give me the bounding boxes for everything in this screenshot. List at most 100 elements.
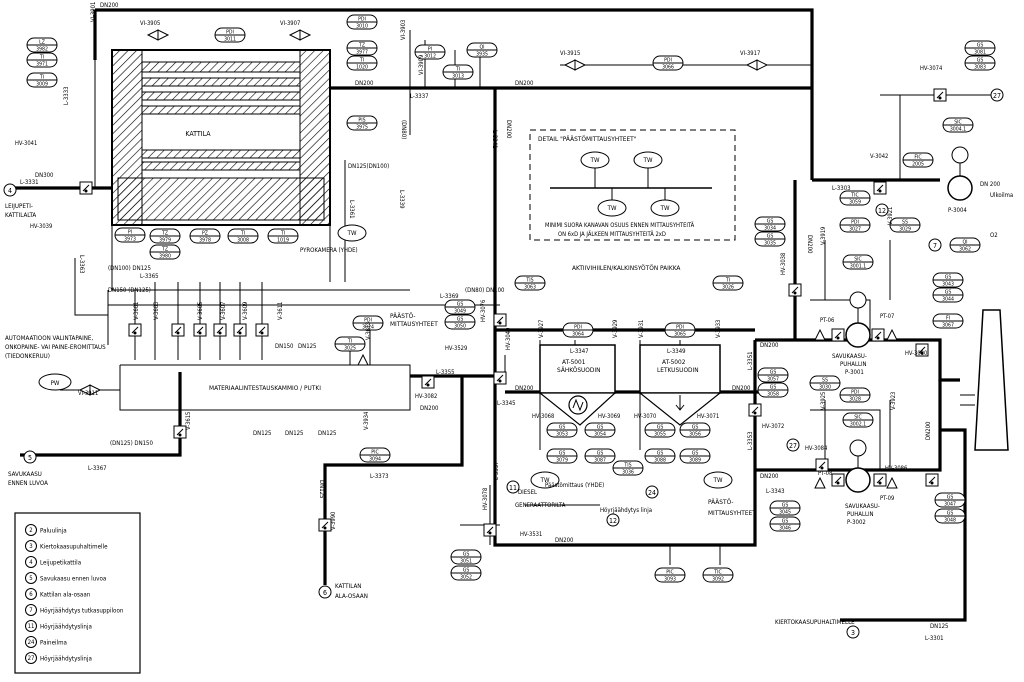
instrument-tag-letters: TI — [280, 231, 285, 237]
instrument-tag-number: 3089 — [689, 458, 701, 464]
valve-tag: HV-3078 — [483, 488, 489, 510]
valve-tag: V-3042 — [870, 154, 888, 160]
legend-text: Höyrjäähdytyslinja — [40, 656, 92, 663]
line-label: L-3367 — [88, 465, 107, 472]
line-label: L-3355 — [436, 369, 455, 376]
instrument-tag-number: 3093 — [664, 577, 676, 583]
legend-item: 11 Höyrjäähdytyslinja — [25, 620, 92, 632]
instrument-tag-letters: PDI — [676, 325, 684, 331]
instrument-tag-number: 3982 — [36, 47, 48, 53]
valve-tag: V-3929 — [613, 320, 619, 338]
instrument-tag-letters: TZ — [161, 247, 168, 253]
valve-tag: HV-3041 — [15, 141, 37, 147]
instrument-tag-number: 3059 — [849, 200, 861, 206]
instrument-tag-letters: GS — [945, 275, 952, 281]
chimney — [974, 309, 1009, 451]
fan-p3004 — [947, 146, 973, 201]
control-valve-box — [873, 181, 887, 195]
tw-text: TW — [643, 157, 653, 164]
control-valve-box — [933, 88, 947, 102]
instrument-tag-number: 3063 — [524, 285, 536, 291]
line-label: (DN80) DN100 — [465, 287, 505, 294]
instrument-tag-number: 3048 — [944, 518, 956, 524]
line-label: L-3353 — [747, 431, 754, 450]
instrument-tag-number: 3027 — [849, 227, 861, 233]
instrument-tag-number: 3024 — [362, 325, 374, 331]
valve-tag: VI-3907 — [280, 21, 300, 27]
instrument-tag-letters: GS — [770, 370, 777, 376]
instrument-tag-number: 3028 — [849, 397, 861, 403]
control-valve-box — [318, 518, 332, 532]
legend-text: Paineilma — [40, 640, 67, 647]
instrument-tag-letters: GS — [657, 451, 664, 457]
paasto-label: PÄÄSTÖ- — [390, 311, 415, 320]
detail-box — [529, 129, 736, 241]
valve-tag: V-3921 — [888, 207, 894, 225]
instrument-tag-letters: GS — [597, 425, 604, 431]
line-label: L-3333 — [63, 86, 70, 105]
valve-tag: V-3611 — [278, 302, 284, 320]
instrument-tag-letters: PIS — [358, 118, 365, 124]
connector-27b: 27 — [789, 442, 797, 450]
tw-text: TW — [590, 157, 600, 164]
connector-12: 12 — [878, 207, 886, 215]
instrument-tag-number: 3034 — [764, 226, 776, 232]
instrument-tag-number: 3046 — [779, 526, 791, 532]
legend-text: Kiertokaasupuhaltimelle — [40, 544, 108, 551]
instrument-tag-letters: GS — [947, 511, 954, 517]
instrument-tag-number: 3980 — [159, 254, 171, 260]
instrument-tag-letters: TI — [39, 55, 44, 61]
valve-tag: HV-3070 — [634, 414, 656, 420]
control-valve-box — [873, 473, 887, 487]
sahkosuodin-label: SÄHKÖSUODIN — [557, 365, 601, 374]
instrument-tag-letters: GS — [945, 290, 952, 296]
instrument-tag-letters: GS — [782, 503, 789, 509]
control-valve-box — [748, 403, 762, 417]
instrument-tag-number: 3012 — [424, 54, 436, 60]
bottom-label: ALA-OSAAN — [335, 593, 368, 600]
line-label: (DN80) — [400, 120, 407, 139]
instrument-tag-number: 3036 — [622, 470, 634, 476]
inlet-label: LEIJUPETI- — [5, 203, 33, 210]
valve-tag: V-3934 — [364, 411, 370, 430]
connector-7: 7 — [933, 242, 937, 250]
legend-text: Höyrjäähdytyslinja — [40, 624, 92, 631]
line-label: DN125 — [930, 623, 949, 630]
paasto-label: PÄÄSTÖ- — [708, 497, 733, 506]
legend-text: Paluulinja — [40, 528, 67, 535]
fan-label: P-3004 — [948, 207, 967, 214]
instrument-tag-number: 3052 — [460, 575, 472, 581]
letkusuodin-label: LETKUSUODIN — [657, 366, 699, 374]
valve-symbols — [78, 29, 898, 489]
instrument-tag-number: 3013 — [452, 74, 464, 80]
valve-tag: HV-3074 — [920, 66, 943, 72]
valve-tag: HV-3080 — [905, 351, 927, 357]
instrument-tag-letters: LZ — [39, 40, 45, 46]
aktiivihiili-label: AKTIIVIHIILEN/KALKINSYÖTÖN PAIKKA — [572, 263, 680, 272]
instrument-tag-letters: TI — [347, 339, 352, 345]
control-valve-box — [421, 375, 435, 389]
automation-note: ONKOPAINE- VAI PAINE-EROMITTAUS — [5, 344, 106, 351]
instrument-tag-letters: GS — [597, 451, 604, 457]
legend-number: 11 — [28, 623, 35, 630]
control-valve-box — [483, 523, 497, 537]
instrument-tag-letters: TI — [359, 58, 364, 64]
line-label: DN125 — [318, 480, 325, 499]
